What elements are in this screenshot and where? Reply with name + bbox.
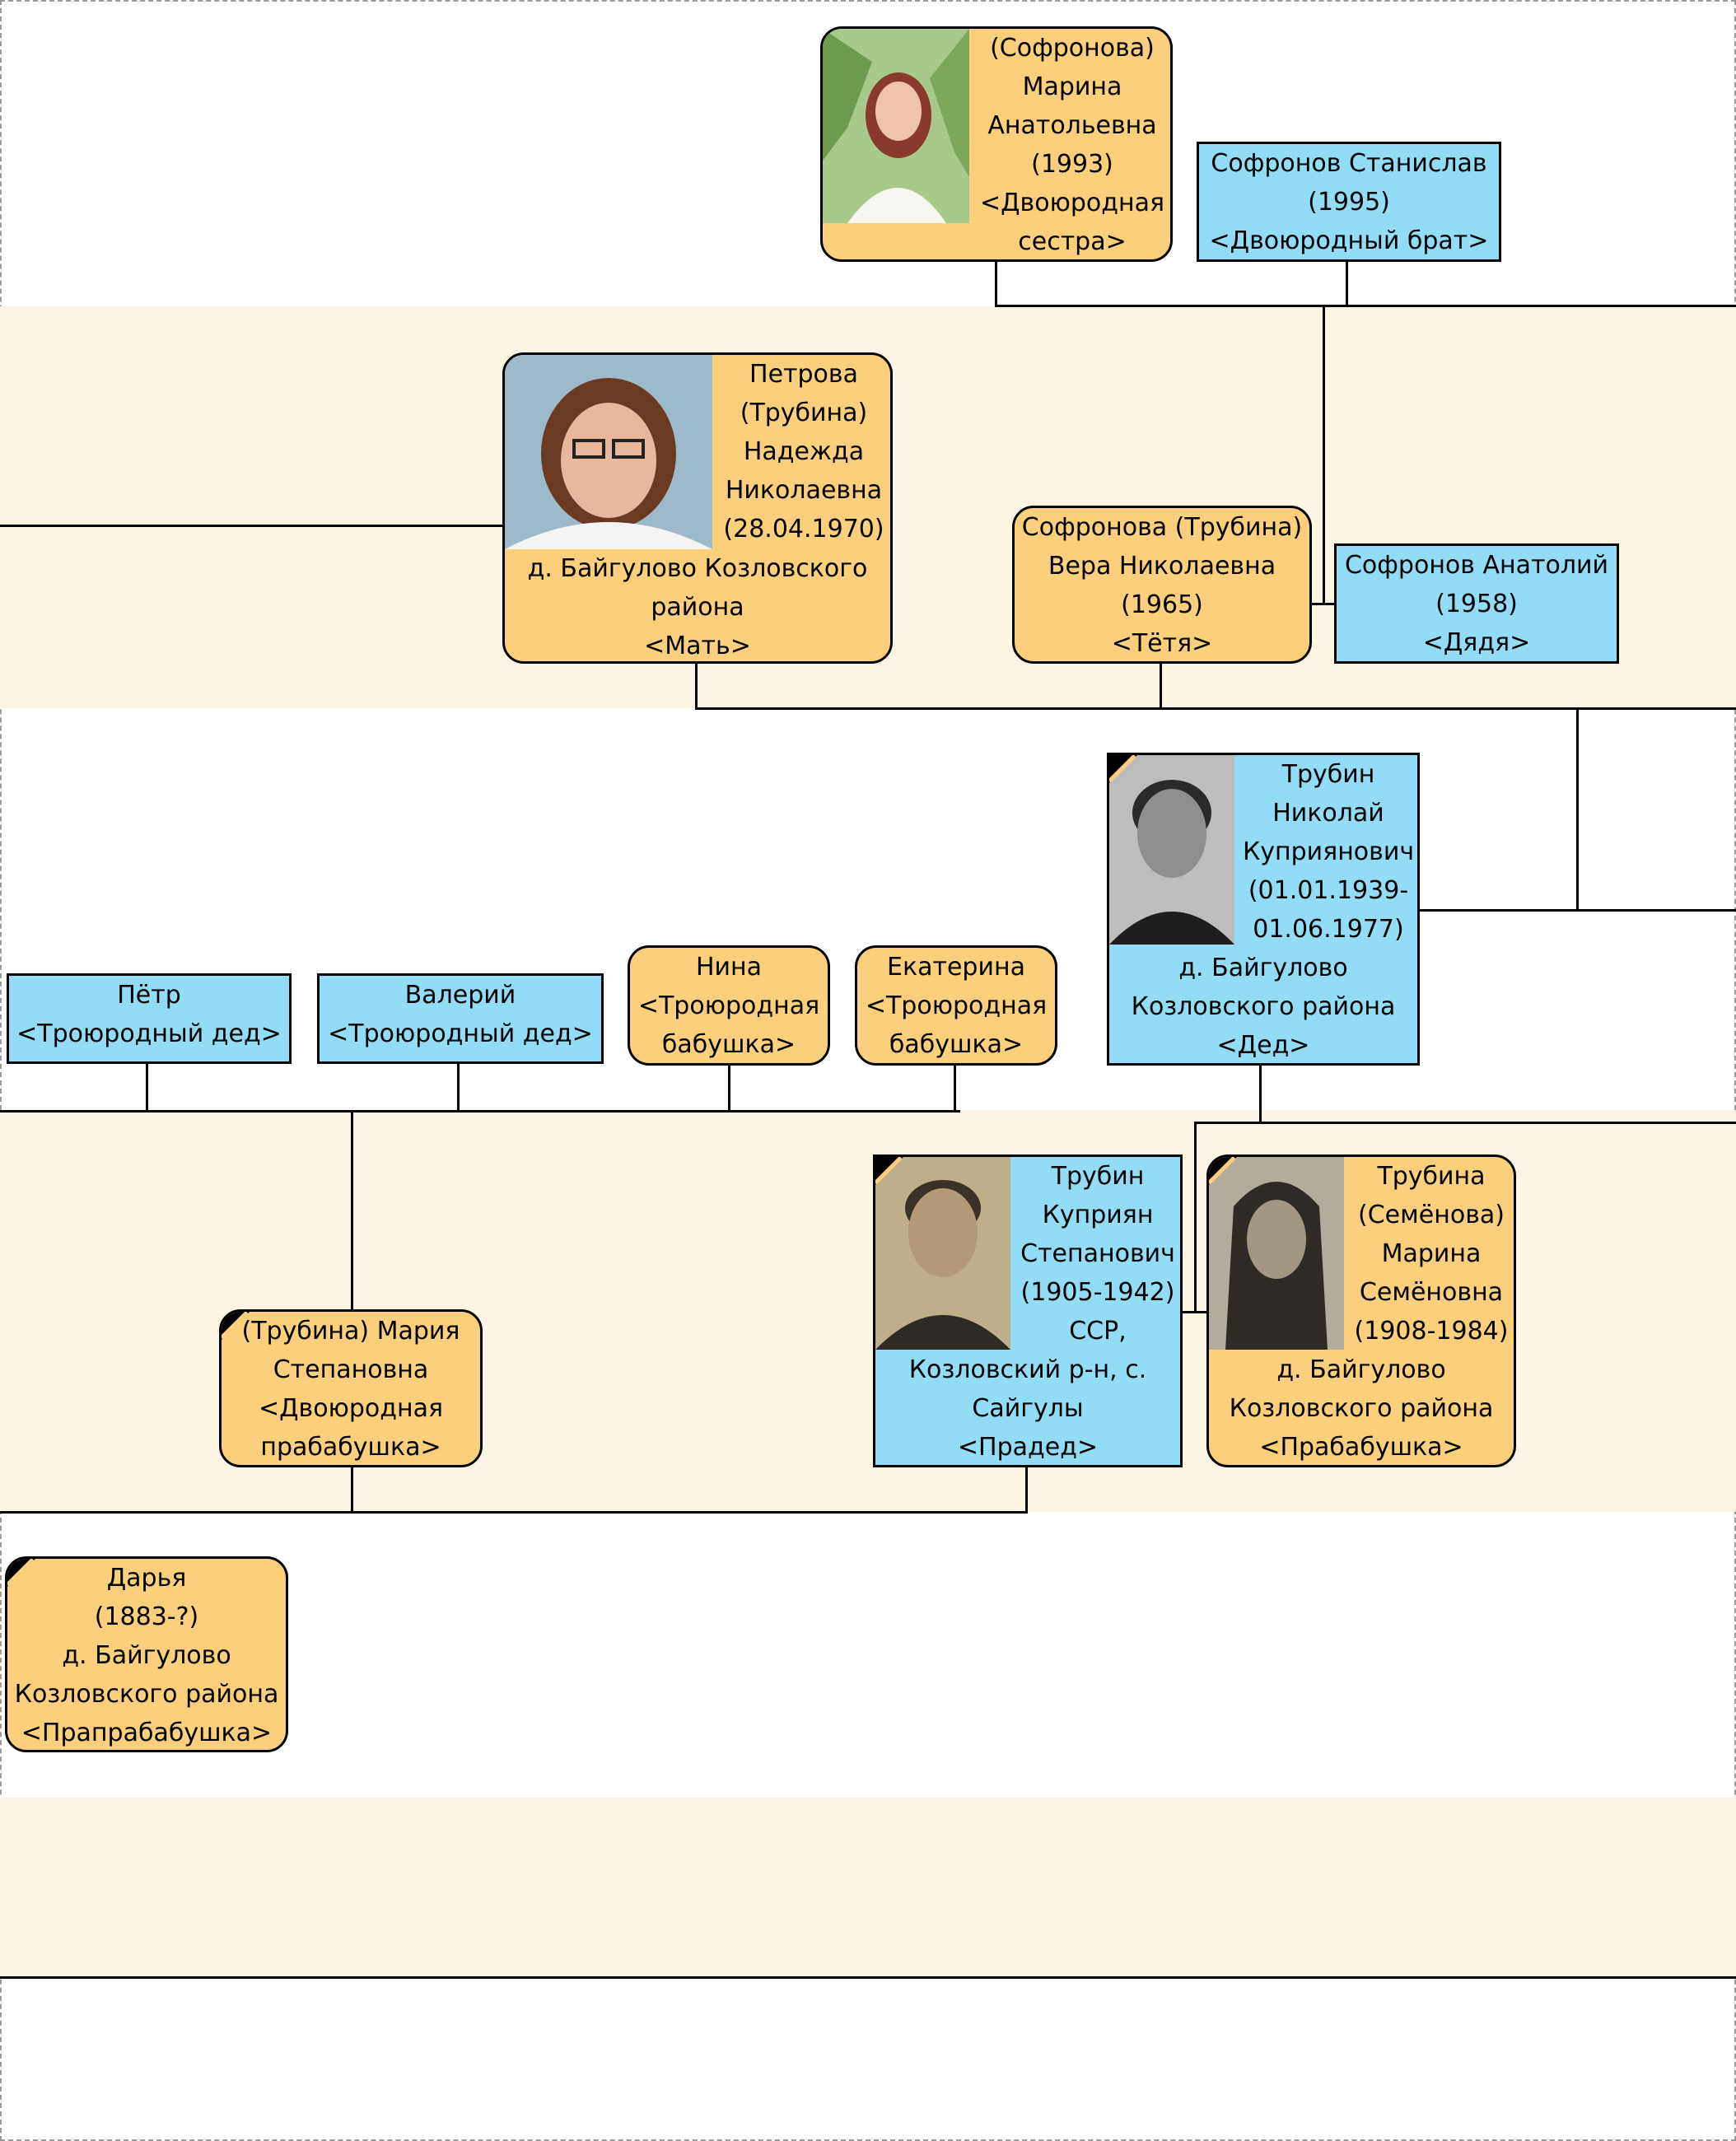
person-card-anatoliy-sofronov[interactable]: Софронов Анатолий (1958) <Дядя> xyxy=(1334,543,1619,664)
person-name: Пётр xyxy=(117,981,181,1010)
person-relation: <Тётя> xyxy=(1111,629,1213,658)
person-place: ССР, Козловский р-н, с. Сайгулы xyxy=(908,1317,1147,1423)
connector-line xyxy=(1194,1122,1736,1124)
connector-line xyxy=(1179,1311,1211,1313)
portrait-photo xyxy=(505,355,712,549)
person-relation: <Троюродная бабушка> xyxy=(865,991,1048,1059)
person-years: (1908-1984) xyxy=(1354,1317,1509,1346)
person-name: Трубин Куприян Степанович xyxy=(1020,1162,1175,1268)
connector-line xyxy=(0,1110,960,1112)
connector-line xyxy=(1416,909,1736,912)
person-card-nikolay-trubin[interactable]: Трубин Николай Куприянович (01.01.1939-0… xyxy=(1107,753,1420,1066)
connector-line xyxy=(695,707,1736,710)
person-name: Дарья xyxy=(106,1564,187,1593)
person-name: (Трубина) Мария Степановна xyxy=(241,1317,460,1384)
connector-line xyxy=(0,1511,1028,1514)
person-years: (1995) xyxy=(1308,188,1390,217)
connector-line xyxy=(1309,603,1336,605)
person-relation: <Двоюродная прабабушка> xyxy=(258,1394,444,1462)
connector-line xyxy=(1160,661,1162,709)
person-years: (1965) xyxy=(1121,590,1203,619)
portrait-photo xyxy=(1109,755,1234,945)
person-name: Трубин Николай Куприянович xyxy=(1242,760,1415,866)
person-card-vera-sofronova[interactable]: Софронова (Трубина) Вера Николаевна (196… xyxy=(1012,506,1312,664)
person-relation: <Мать> xyxy=(644,632,751,660)
person-name: Трубина (Семёнова) Марина Семёновна xyxy=(1358,1162,1505,1307)
person-years: (1993) xyxy=(1031,150,1113,179)
connector-line xyxy=(1576,707,1579,912)
person-place: д. Байгулово Козловского района xyxy=(1229,1355,1494,1423)
person-name: Софронов Анатолий xyxy=(1344,551,1609,580)
connector-line xyxy=(0,525,504,527)
person-card-ekaterina[interactable]: Екатерина <Троюродная бабушка> xyxy=(855,945,1057,1066)
person-card-kupriyan-trubin[interactable]: Трубин Куприян Степанович (1905-1942) СС… xyxy=(873,1154,1183,1467)
person-name: Софронова (Трубина) Вера Николаевна xyxy=(1021,513,1303,581)
black-ribbon-corner-icon xyxy=(1109,755,1137,783)
person-years: (1958) xyxy=(1435,590,1518,618)
person-years: (28.04.1970) xyxy=(723,515,884,543)
person-place: д. Байгулово Козловского района xyxy=(1131,954,1396,1021)
person-name: Екатерина xyxy=(887,953,1025,982)
person-relation: <Троюродный дед> xyxy=(328,1019,593,1048)
connector-line xyxy=(1194,1122,1197,1313)
connector-line xyxy=(995,305,1736,307)
person-relation: <Троюродный дед> xyxy=(16,1019,282,1048)
person-card-petr[interactable]: Пётр <Троюродный дед> xyxy=(7,973,292,1064)
connector-line xyxy=(1346,259,1348,307)
black-ribbon-corner-icon xyxy=(875,1157,903,1185)
connector-line xyxy=(351,1110,353,1313)
person-years: (1883-?) xyxy=(94,1602,199,1631)
person-name: Валерий xyxy=(404,981,516,1010)
person-years: (1905-1942) xyxy=(1020,1278,1175,1307)
connector-line xyxy=(954,1064,956,1112)
person-card-mariya-trubina[interactable]: (Трубина) Мария Степановна <Двоюродная п… xyxy=(219,1309,483,1467)
connector-line xyxy=(995,259,997,307)
person-card-darya[interactable]: Дарья (1883-?) д. Байгулово Козловского … xyxy=(5,1556,288,1752)
generation-band xyxy=(0,1798,1736,1979)
portrait-photo xyxy=(823,29,969,223)
black-ribbon-corner-icon xyxy=(1209,1157,1237,1185)
person-card-nadezhda-petrova[interactable]: Петрова (Трубина) Надежда Николаевна (28… xyxy=(502,352,893,664)
connector-line xyxy=(1323,306,1325,604)
connector-line xyxy=(0,1976,1736,1979)
person-relation: <Троюродная бабушка> xyxy=(637,991,820,1059)
person-place: д. Байгулово Козловского района xyxy=(14,1641,279,1709)
person-relation: <Прабабушка> xyxy=(1259,1433,1463,1462)
person-relation: <Дядя> xyxy=(1422,628,1531,657)
person-name: Софронов Станислав xyxy=(1211,149,1487,178)
connector-line xyxy=(457,1064,460,1112)
person-years: (01.01.1939-01.06.1977) xyxy=(1248,876,1409,944)
person-card-marina-sofronova[interactable]: (Софронова) Марина Анатольевна (1993) <Д… xyxy=(820,26,1173,262)
connector-line xyxy=(146,1064,148,1112)
portrait-photo xyxy=(1209,1157,1344,1350)
person-relation: <Прадед> xyxy=(957,1433,1099,1462)
connector-line xyxy=(1259,1064,1262,1123)
connector-line xyxy=(695,661,698,709)
person-name: Нина xyxy=(695,953,763,982)
person-name: Петрова (Трубина) Надежда Николаевна xyxy=(725,360,883,505)
portrait-photo xyxy=(875,1157,1010,1350)
connector-line xyxy=(351,1464,353,1513)
person-relation: <Двоюродный брат> xyxy=(1209,226,1489,255)
person-card-valeriy[interactable]: Валерий <Троюродный дед> xyxy=(317,973,604,1064)
person-name: (Софронова) Марина Анатольевна xyxy=(987,34,1157,140)
connector-line xyxy=(728,1064,730,1112)
person-relation: <Дед> xyxy=(1216,1031,1310,1060)
person-card-marina-trubina[interactable]: Трубина (Семёнова) Марина Семёновна (190… xyxy=(1206,1154,1516,1467)
person-card-stanislav-sofronov[interactable]: Софронов Станислав (1995) <Двоюродный бр… xyxy=(1197,142,1501,262)
person-card-nina[interactable]: Нина <Троюродная бабушка> xyxy=(628,945,830,1066)
connector-line xyxy=(1025,1464,1028,1513)
black-ribbon-corner-icon xyxy=(222,1312,250,1340)
person-relation: <Двоюродная сестра> xyxy=(979,189,1165,256)
person-relation: <Прапрабабушка> xyxy=(21,1719,273,1747)
black-ribbon-corner-icon xyxy=(7,1559,35,1587)
person-place: д. Байгулово Козловского района xyxy=(527,554,868,622)
